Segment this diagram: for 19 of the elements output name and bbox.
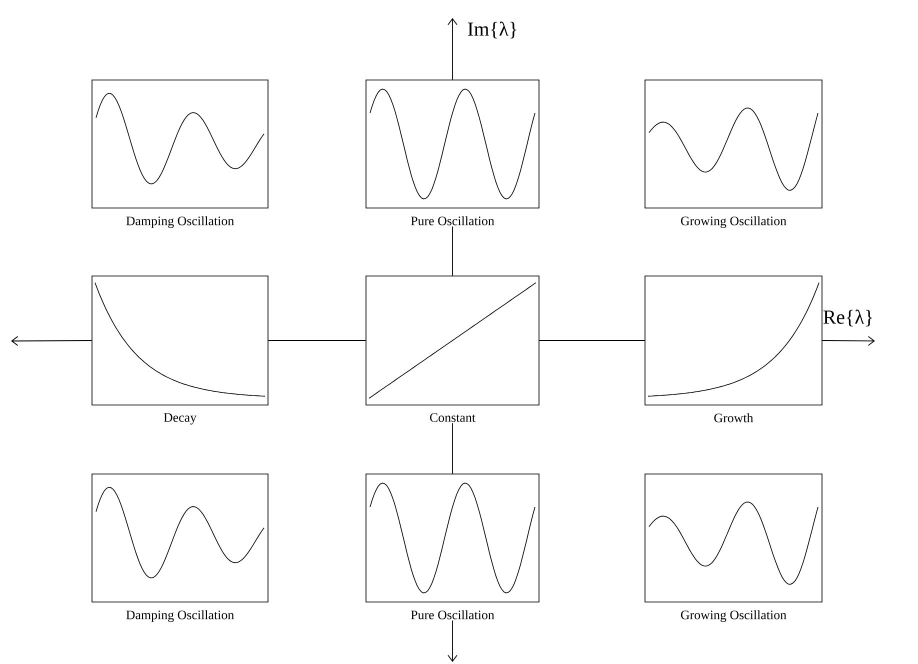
axis-arrow: [448, 620, 458, 662]
axis-arrow: [448, 18, 458, 80]
node-label: Growing Oscillation: [680, 216, 786, 228]
node-label: Pure Oscillation: [410, 216, 494, 226]
node-label: Decay: [164, 413, 196, 424]
axis-line: [268, 340, 366, 341]
axis-line: [452, 226, 453, 276]
node-label: Damping Oscillation: [126, 216, 234, 228]
axis-line: [538, 340, 646, 341]
node-label: Growing Oscillation: [680, 610, 786, 622]
axis-label: Im{λ}: [468, 22, 516, 38]
axis-arrow: [11, 336, 92, 346]
node-label: Pure Oscillation: [410, 610, 494, 620]
axis-arrow: [822, 336, 875, 346]
axis-label: Re{λ}: [823, 310, 872, 326]
node-label: Growth: [714, 413, 754, 422]
node-label: Damping Oscillation: [126, 610, 234, 622]
axis-line: [452, 422, 453, 474]
node-label: Constant: [430, 413, 476, 422]
